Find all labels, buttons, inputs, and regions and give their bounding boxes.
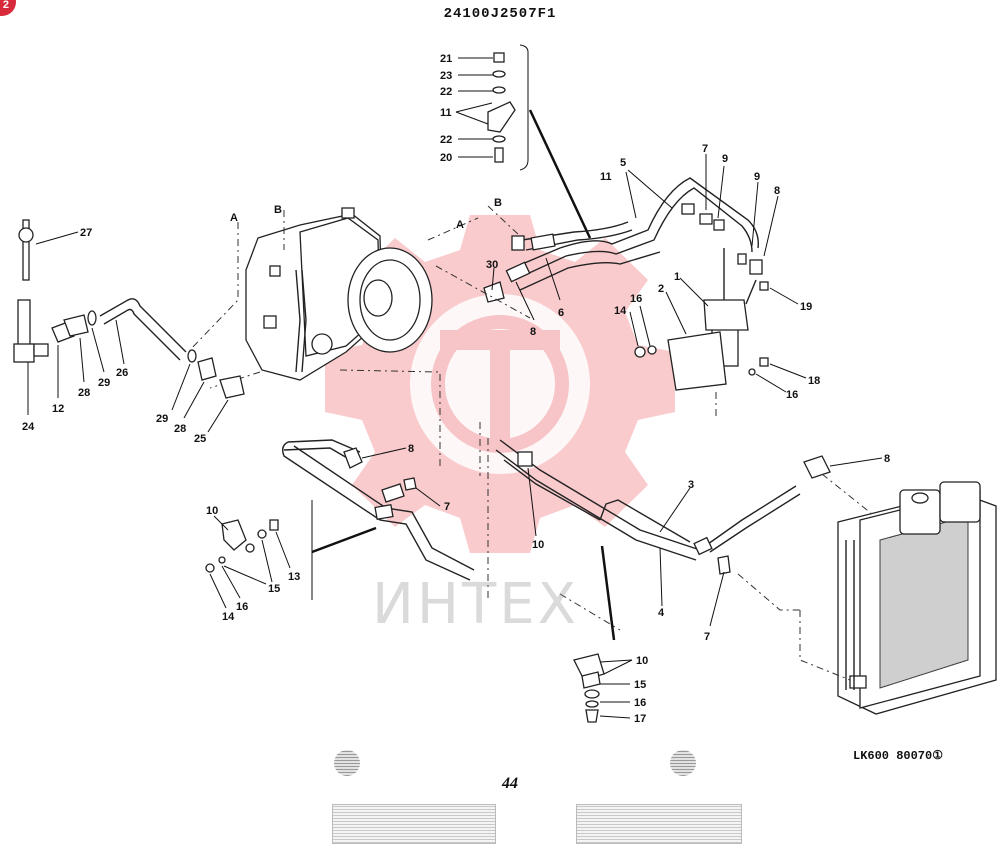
washer-23 (492, 70, 506, 78)
part-label-17: 17 (634, 713, 646, 725)
scan-stamp-right (576, 804, 742, 844)
radiator-assembly (799, 473, 997, 715)
part-label-23: 23 (440, 70, 452, 82)
part-label-9-b: 9 (754, 171, 760, 183)
part-label-5: 5 (620, 157, 626, 169)
part-label-10-mid: 10 (532, 539, 544, 551)
section-label-b-right: B (494, 197, 502, 209)
fastener-kit-group (455, 44, 592, 239)
part-label-22-top: 22 (440, 86, 452, 98)
part-label-15-left: 15 (268, 583, 280, 595)
part-label-24: 24 (22, 421, 35, 433)
part-label-28-mid: 28 (174, 423, 186, 435)
part-label-26: 26 (116, 367, 128, 379)
part-label-8-right: 8 (774, 185, 780, 197)
cooler-lines (281, 422, 883, 631)
part-label-16-bottom: 16 (634, 697, 646, 709)
dipstick-group (13, 219, 187, 415)
reference-code: LK600 80070① (853, 749, 943, 763)
watermark-text: ИНТЕХ (372, 572, 579, 637)
punch-hole-left (334, 750, 360, 776)
part-label-20: 20 (440, 152, 452, 164)
part-label-6: 6 (558, 307, 564, 319)
washer-22-bottom (492, 135, 506, 143)
plug-25 (219, 375, 245, 399)
part-label-7-mid: 7 (444, 501, 450, 513)
upper-oil-lines (427, 154, 779, 321)
part-label-16-left: 16 (236, 601, 248, 613)
bolt-head-21 (493, 52, 505, 63)
o-ring-29 (87, 310, 97, 326)
filler-tube-24 (17, 299, 31, 349)
part-label-14-upper: 14 (614, 305, 627, 317)
part-label-10-bottom: 10 (636, 655, 648, 667)
clamp-kit-bottom (573, 545, 633, 723)
part-label-28-left: 28 (78, 387, 90, 399)
section-label-a-right: A (456, 219, 464, 231)
part-label-14-left: 14 (222, 611, 235, 623)
part-label-30: 30 (486, 259, 498, 271)
part-label-15-bottom: 15 (634, 679, 646, 691)
drawing-code: 24100J2507F1 (443, 6, 557, 22)
washer-22-top (492, 86, 506, 94)
part-label-3: 3 (688, 479, 694, 491)
scan-stamp-left (332, 804, 496, 844)
part-label-9-a: 9 (722, 153, 728, 165)
part-label-4: 4 (658, 607, 665, 619)
dipstick-27 (22, 219, 30, 281)
transmission-housing (189, 207, 441, 470)
part-label-16-upper: 16 (630, 293, 642, 305)
part-label-21: 21 (440, 53, 452, 65)
part-labels: A B A B 21 23 22 11 22 20 27 24 12 28 29… (22, 53, 890, 725)
part-label-7-lower: 7 (704, 631, 710, 643)
oil-filter-group (629, 248, 807, 420)
part-label-8-upper: 8 (530, 326, 536, 338)
bracket-2 (667, 331, 727, 391)
part-label-8-mid: 8 (408, 443, 414, 455)
part-label-7-upper: 7 (702, 143, 708, 155)
part-label-2: 2 (658, 283, 664, 295)
part-label-11-top: 11 (440, 107, 452, 119)
part-label-16-right: 16 (786, 389, 798, 401)
bolt-20 (494, 147, 504, 163)
part-label-27: 27 (80, 227, 92, 239)
clamp-kit-left (205, 500, 377, 609)
section-label-a: A (230, 212, 238, 224)
punch-hole-right (670, 750, 696, 776)
part-label-10-left: 10 (206, 505, 218, 517)
part-label-18: 18 (808, 375, 820, 387)
page-number: 44 (502, 775, 518, 792)
part-label-29-left: 29 (98, 377, 110, 389)
drain-plug-group (171, 349, 245, 433)
fitting-28 (63, 314, 89, 337)
part-label-22-bottom: 22 (440, 134, 452, 146)
part-label-19: 19 (800, 301, 812, 313)
part-label-13: 13 (288, 571, 300, 583)
clamp-11 (487, 101, 516, 133)
section-label-b: B (274, 204, 282, 216)
part-label-1: 1 (674, 271, 680, 283)
part-label-29-mid: 29 (156, 413, 168, 425)
part-label-8-radiator: 8 (884, 453, 890, 465)
part-label-12: 12 (52, 403, 64, 415)
part-label-11-mid: 11 (600, 171, 612, 183)
part-label-25: 25 (194, 433, 206, 445)
